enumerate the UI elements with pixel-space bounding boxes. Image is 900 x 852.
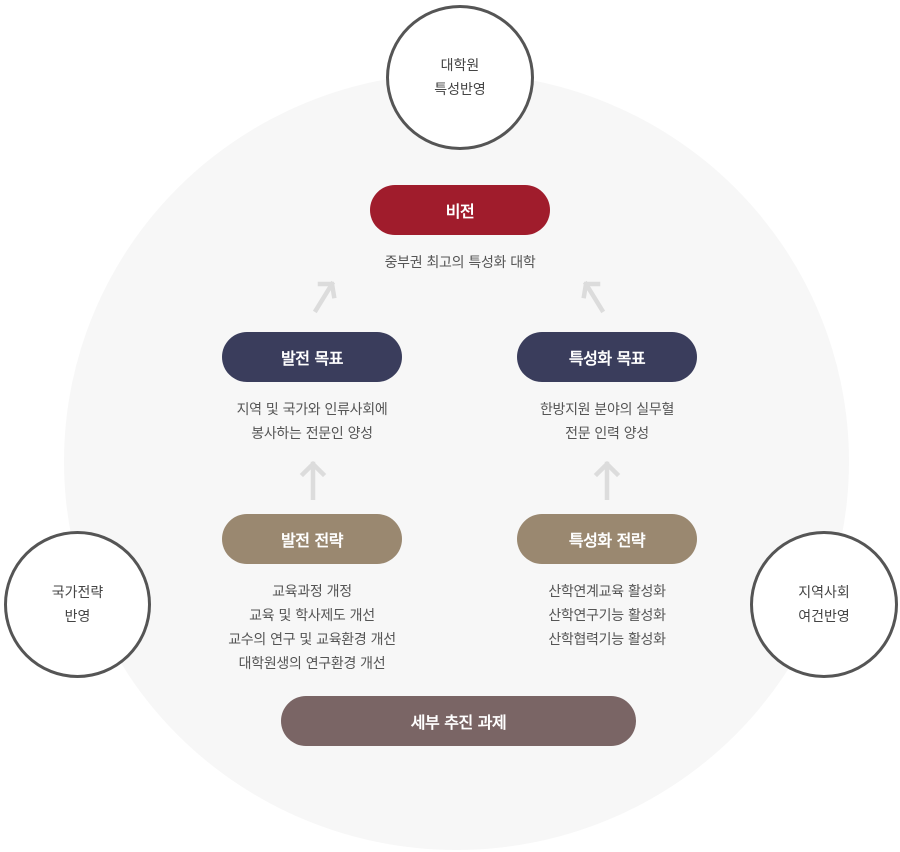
vision-text-line: 중부권 최고의 특성화 대학 — [384, 255, 536, 271]
vision-pill: 비전 — [370, 185, 550, 235]
specialization-strategy-line-1: 산학연계교육 활성화 — [548, 584, 666, 600]
arrow-up-left-icon — [581, 280, 606, 314]
specialization-strategy-text: 산학연계교육 활성화 산학연구기능 활성화 산학협력기능 활성화 — [482, 580, 732, 652]
ring-graduate-school: 대학원 특성반영 — [386, 5, 534, 150]
development-goal-line-2: 봉사하는 전문인 양성 — [251, 426, 373, 442]
specialization-goal-pill: 특성화 목표 — [517, 332, 697, 382]
specialization-strategy-pill: 특성화 전략 — [517, 514, 697, 564]
specialization-strategy-line-2: 산학연구기능 활성화 — [548, 608, 666, 624]
ring-local-community-line-1: 지역사회 — [798, 584, 850, 601]
ring-national-strategy-line-1: 국가전략 — [51, 584, 104, 601]
ring-local-community-line-2: 여건반영 — [798, 608, 850, 625]
specialization-goal-text: 한방지원 분야의 실무혈 전문 인력 양성 — [482, 398, 732, 446]
ring-graduate-school-line-2: 특성반영 — [434, 81, 486, 98]
ring-graduate-school-line-1: 대학원 — [440, 57, 480, 74]
development-strategy-line-4: 대학원생의 연구환경 개선 — [238, 656, 386, 672]
ring-national-strategy: 국가전략 반영 — [4, 531, 151, 678]
detailed-tasks-pill: 세부 추진 과제 — [281, 696, 636, 746]
arrow-up-icon — [593, 460, 621, 500]
development-strategy-line-3: 교수의 연구 및 교육환경 개선 — [228, 632, 396, 648]
development-goal-pill: 발전 목표 — [222, 332, 402, 382]
development-strategy-text: 교육과정 개정 교육 및 학사제도 개선 교수의 연구 및 교육환경 개선 대학… — [187, 580, 437, 676]
arrow-up-right-icon — [312, 280, 337, 314]
development-strategy-line-2: 교육 및 학사제도 개선 — [249, 608, 375, 624]
arrow-up-icon — [299, 460, 327, 500]
specialization-strategy-line-3: 산학협력기능 활성화 — [548, 632, 666, 648]
development-goal-text: 지역 및 국가와 인류사회에 봉사하는 전문인 양성 — [187, 398, 437, 446]
specialization-goal-line-2: 전문 인력 양성 — [565, 426, 649, 442]
ring-national-strategy-line-2: 반영 — [64, 608, 91, 625]
ring-local-community: 지역사회 여건반영 — [750, 531, 898, 678]
development-strategy-line-1: 교육과정 개정 — [272, 584, 352, 600]
development-strategy-pill: 발전 전략 — [222, 514, 402, 564]
specialization-goal-line-1: 한방지원 분야의 실무혈 — [539, 402, 675, 418]
development-goal-line-1: 지역 및 국가와 인류사회에 — [236, 402, 388, 418]
vision-text: 중부권 최고의 특성화 대학 — [330, 251, 590, 275]
